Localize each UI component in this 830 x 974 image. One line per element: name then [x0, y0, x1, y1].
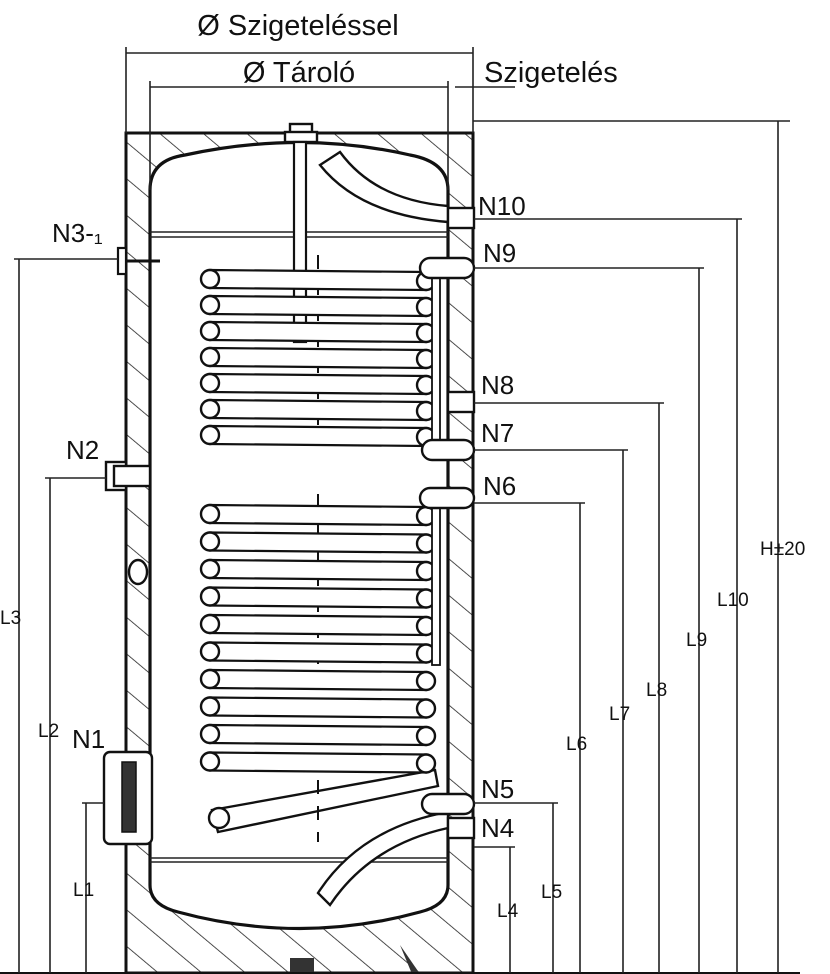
upper-heat-exchanger-coil [199, 268, 437, 448]
dim-l8-label: L8 [646, 680, 667, 701]
dim-l2-label: L2 [38, 721, 59, 742]
nozzle-n10-label: N10 [478, 191, 526, 221]
coil-tube [208, 613, 428, 637]
coil-tube [208, 320, 428, 344]
bottom-feet [290, 945, 420, 974]
coil-tube [208, 751, 428, 774]
dim-l10-label: L10 [717, 590, 749, 611]
dim-l5-label: L5 [541, 882, 562, 903]
dim-l1-label: L1 [73, 880, 94, 901]
nozzle-n5-label: N5 [481, 774, 514, 804]
coil-loop-left [199, 398, 221, 420]
coil-loop-left [199, 503, 221, 525]
top-dimensions [125, 47, 515, 190]
nozzle-n3-label: N3-₁ [52, 218, 103, 248]
coil-tube [208, 372, 428, 396]
right-nozzles [418, 206, 476, 840]
coil-tube [208, 641, 428, 664]
lower-heat-exchanger-coil [199, 503, 437, 774]
coil-tube [208, 398, 428, 422]
dim-l3-label: L3 [0, 608, 21, 629]
tank-diameter-label: Ø Tároló [243, 57, 355, 89]
coil-loop-left [199, 294, 221, 316]
coil-tube [208, 586, 428, 609]
coil-loop-left [199, 613, 221, 635]
coil-loop-left [199, 668, 221, 690]
coil-loop-left [199, 320, 221, 342]
dim-l7-label: L7 [609, 704, 630, 725]
left-fittings [102, 246, 160, 846]
dim-l9-label: L9 [686, 630, 707, 651]
coil-tube [208, 294, 428, 318]
coil-loop-left [199, 558, 221, 580]
nozzle-n7-label: N7 [481, 418, 514, 448]
coil-loop-right [415, 698, 437, 719]
nozzle-n1-label: N1 [72, 724, 105, 754]
nozzle-n8-label: N8 [481, 370, 514, 400]
coil-loop-left [199, 751, 221, 772]
coil-tube [208, 268, 428, 292]
coil-loop-right [415, 753, 437, 774]
outer-diameter-label: Ø Szigeteléssel [197, 10, 399, 42]
coil-loop-left [199, 372, 221, 394]
lower-coil-riser [431, 494, 441, 666]
coil-loop-left [199, 641, 221, 662]
dim-h-label: H±20 [760, 539, 805, 560]
coil-tube [208, 424, 428, 448]
nozzle-n4-label: N4 [481, 813, 514, 843]
coil-loop-left [199, 268, 221, 290]
coil-tube [208, 503, 428, 527]
coil-loop-left [199, 424, 221, 446]
coil-tube [208, 346, 428, 370]
coil-loop-right [415, 670, 437, 692]
coil-loop-left [199, 586, 221, 607]
coil-tube [208, 531, 428, 554]
nozzle-n6-label: N6 [483, 471, 516, 501]
nozzle-n2-label: N2 [66, 435, 99, 465]
coil-tube [208, 668, 428, 692]
coil-tube [208, 696, 428, 719]
upper-coil-riser [431, 265, 441, 447]
insulation-label: Szigetelés [484, 57, 618, 89]
vertical-dimensions [0, 120, 800, 974]
coil-loop-left [199, 696, 221, 717]
coil-loop-left [199, 346, 221, 368]
dim-l4-label: L4 [497, 901, 519, 922]
nozzle-n9-label: N9 [483, 238, 516, 268]
coil-loop-right [415, 725, 437, 747]
top-anode [283, 122, 319, 344]
coil-tube [208, 558, 428, 582]
coil-loop-left [199, 531, 221, 552]
coil-loop-left [199, 723, 221, 745]
coil-tube [208, 723, 428, 747]
dim-l6-label: L6 [566, 734, 587, 755]
